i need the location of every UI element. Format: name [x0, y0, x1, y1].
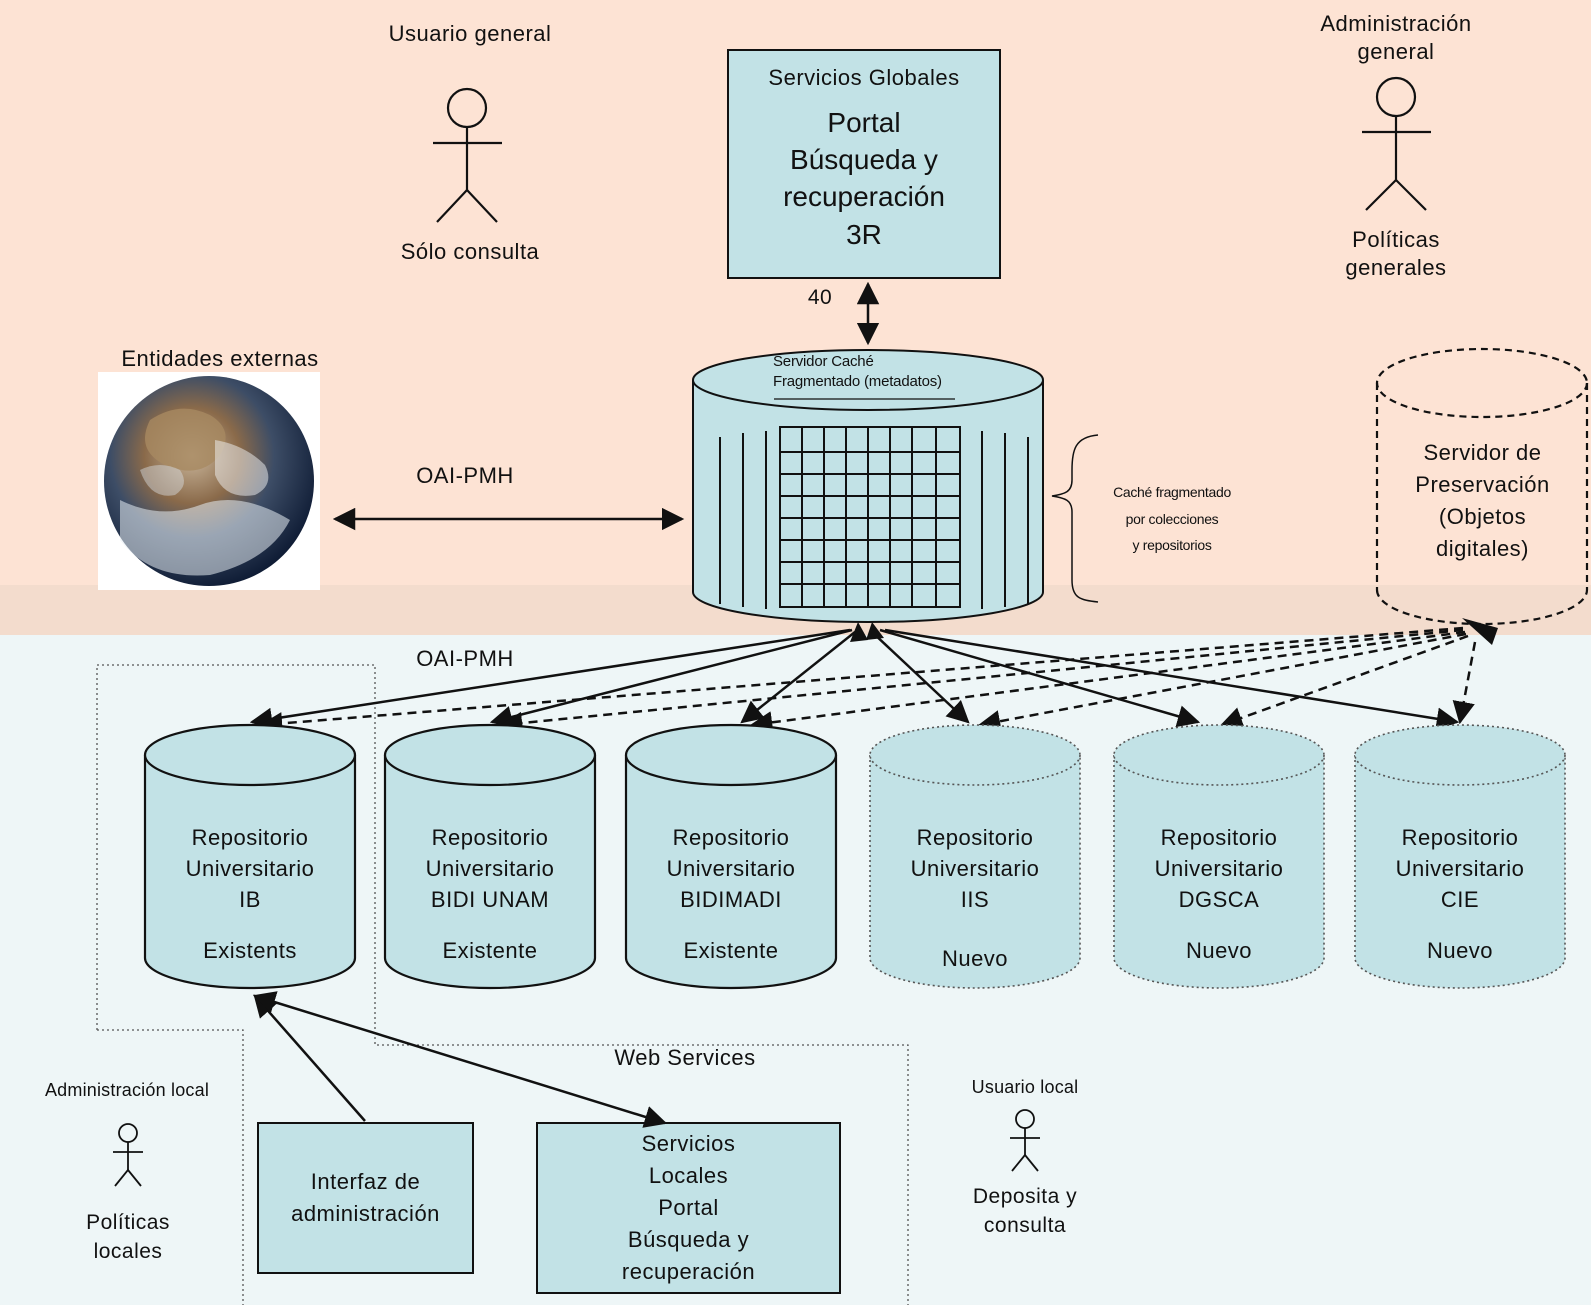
preservation-repo-dashed-links	[259, 626, 1477, 735]
global-services-header: Servicios Globales	[768, 65, 960, 90]
local-admin-subtitle: Políticas locales	[86, 1211, 170, 1264]
repository-status: Nuevo	[1185, 938, 1253, 963]
admin-interface-label: Interfaz de administración	[291, 1169, 440, 1226]
web-services-label: Web Services	[614, 1045, 756, 1070]
local-services-label: Servicios Locales Portal Búsqueda y recu…	[621, 1131, 756, 1284]
global-services-body: Portal Búsqueda y recuperación 3R	[783, 107, 945, 250]
external-entities-title: Entidades externas	[121, 346, 319, 371]
oai-pmh-top-label: OAI-PMH	[416, 463, 514, 488]
general-admin-subtitle: Políticas generales	[1345, 227, 1447, 280]
cache-server-cylinder	[692, 349, 1044, 623]
repository-status: Existente	[442, 938, 538, 963]
repository-cylinder	[1354, 724, 1566, 989]
local-admin-title: Administración local	[44, 1080, 210, 1100]
repository-cylinder	[1113, 724, 1325, 989]
cache-server-label: Servidor Caché Fragmentado (metadatos)	[773, 353, 942, 391]
repository-status: Nuevo	[941, 946, 1009, 971]
repository-cylinders	[143, 723, 1566, 990]
local-admin-figure	[113, 1123, 143, 1187]
repository-status: Existents	[203, 938, 297, 963]
general-user-figure	[433, 87, 502, 223]
cache-repo-solid-links	[249, 628, 1460, 731]
link-number: 40	[807, 286, 833, 309]
repository-cylinder	[143, 723, 357, 990]
general-admin-title: Administración general	[1320, 11, 1472, 64]
cache-note: Caché fragmentado por colecciones y repo…	[1113, 484, 1231, 554]
admin-region-outline	[97, 1029, 244, 1305]
local-services-box	[536, 1122, 841, 1294]
repository-cylinder	[624, 723, 838, 990]
general-admin-figure	[1362, 76, 1431, 211]
general-user-subtitle: Sólo consulta	[400, 239, 540, 264]
oai-pmh-bottom-label: OAI-PMH	[416, 646, 514, 671]
repository-cylinder	[383, 723, 597, 990]
earth-globe-image	[104, 376, 314, 586]
repository-cylinder	[869, 724, 1081, 989]
preservation-server-label: Servidor de Preservación (Objetos digita…	[1415, 440, 1550, 561]
local-user-figure	[1010, 1109, 1040, 1172]
ib-local-services-arrow	[252, 991, 668, 1128]
cache-note-brace	[1051, 434, 1099, 603]
repository-status: Nuevo	[1426, 938, 1494, 963]
preservation-server-cylinder	[1375, 347, 1589, 626]
general-user-title: Usuario general	[388, 21, 552, 46]
cache-incoming-arrowheads	[850, 622, 884, 642]
preservation-incoming-arrowhead	[1462, 618, 1498, 645]
repository-status: Existente	[683, 938, 779, 963]
local-user-title: Usuario local	[971, 1077, 1079, 1097]
local-user-subtitle: Deposita y consulta	[972, 1185, 1078, 1238]
global-services-box	[727, 49, 1001, 279]
